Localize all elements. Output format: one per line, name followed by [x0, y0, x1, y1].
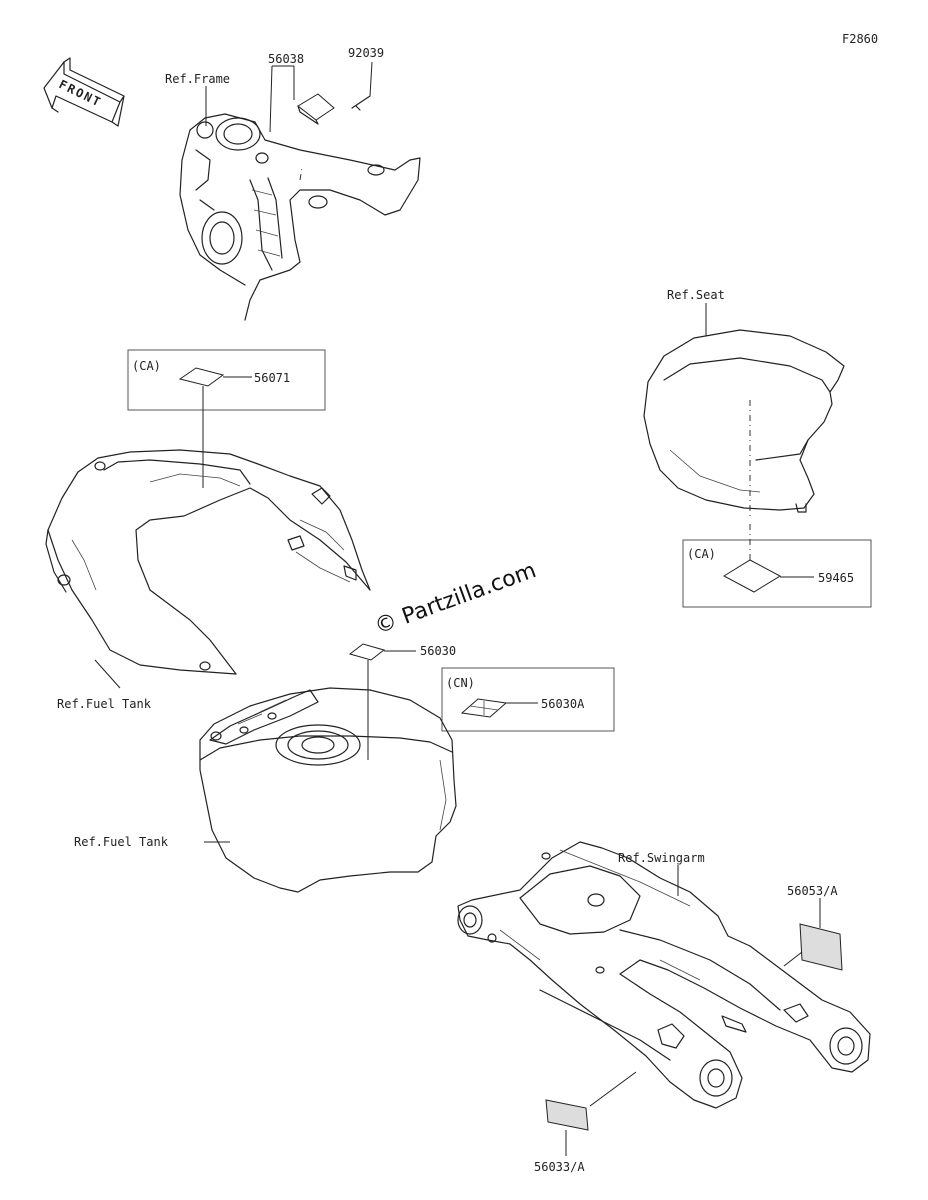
ref-frame-label: Ref.Frame: [165, 72, 230, 86]
leader-fuel-tank-cover: [94, 659, 121, 689]
decal-56033A: [545, 1099, 589, 1131]
seat-drawing: [643, 329, 845, 520]
decal-56071: [178, 367, 225, 387]
fuel-tank-drawing: [199, 687, 457, 893]
ref-fuel-tank-label: Ref.Fuel Tank: [74, 835, 169, 849]
leader-56033A: [565, 1071, 637, 1156]
watermark: © Partzilla.com: [372, 558, 540, 640]
figure-code: F2860: [842, 32, 878, 46]
part-56071-label: 56071: [254, 371, 290, 385]
frame-drawing: [179, 93, 421, 321]
decal-59465: [722, 559, 782, 593]
part-56030A-label: 56030A: [541, 697, 585, 711]
fuel-tank-cover-drawing: [45, 449, 371, 675]
region-ca-tank-label: (CA): [132, 359, 161, 373]
ref-seat-label: Ref.Seat: [667, 288, 725, 302]
part-92039-label: 92039: [348, 46, 384, 60]
decal-56053A: [799, 923, 843, 971]
region-box-ca-seat: [682, 539, 872, 608]
region-ca-seat-label: (CA): [687, 547, 716, 561]
part-56030-label: 56030: [420, 644, 456, 658]
decal-56038: [297, 93, 335, 121]
front-arrow-icon: FRONT: [43, 57, 125, 127]
region-cn-label: (CN): [446, 676, 475, 690]
ref-fuel-tank-cover-label: Ref.Fuel Tank: [57, 697, 152, 711]
part-56033A-label: 56033/A: [534, 1160, 585, 1174]
leader-92039: [369, 61, 373, 97]
ref-swingarm-label: Ref.Swingarm: [618, 851, 705, 865]
leader-56053A: [783, 898, 821, 967]
decal-56030: [348, 643, 386, 661]
region-box-cn: [441, 667, 615, 732]
region-box-ca-tank: [127, 349, 326, 411]
swingarm-drawing: [457, 841, 871, 1109]
part-59465-label: 59465: [818, 571, 854, 585]
part-56053A-label: 56053/A: [787, 884, 838, 898]
part-56038-label: 56038: [268, 52, 304, 66]
leader-56038: [269, 65, 295, 133]
